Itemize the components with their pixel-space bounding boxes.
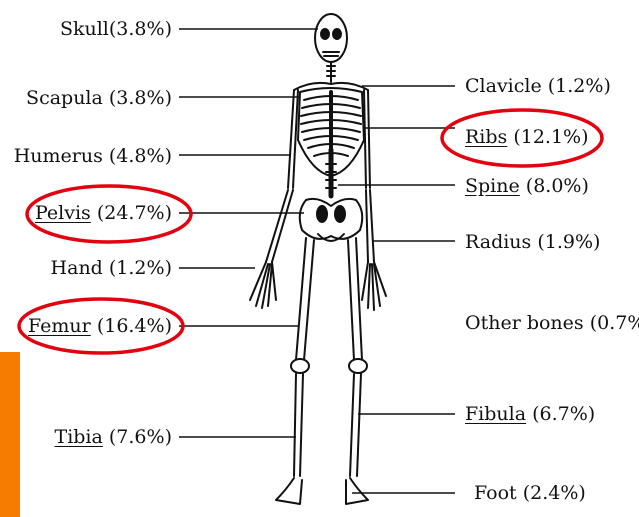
spine-label: Spine (8.0%) (465, 176, 589, 196)
clavicle-label: Clavicle (1.2%) (465, 76, 611, 96)
tibia-label: Tibia (7.6%) (55, 427, 172, 447)
radius-label: Radius (1.9%) (465, 232, 600, 252)
scapula-label: Scapula (3.8%) (26, 88, 172, 108)
humerus-label: Humerus (4.8%) (14, 146, 172, 166)
other-bones-label: Other bones (0.7%) (465, 313, 639, 333)
hand-label: Hand (1.2%) (51, 258, 172, 278)
foot-label: Foot (2.4%) (474, 483, 586, 503)
skeleton-icon (250, 14, 386, 504)
skull-label: Skull(3.8%) (60, 19, 172, 39)
fibula-label: Fibula (6.7%) (465, 404, 595, 424)
femur-label: Femur (16.4%) (28, 316, 172, 336)
ribs-label: Ribs (12.1%) (465, 127, 589, 147)
pelvis-label: Pelvis (24.7%) (35, 203, 172, 223)
